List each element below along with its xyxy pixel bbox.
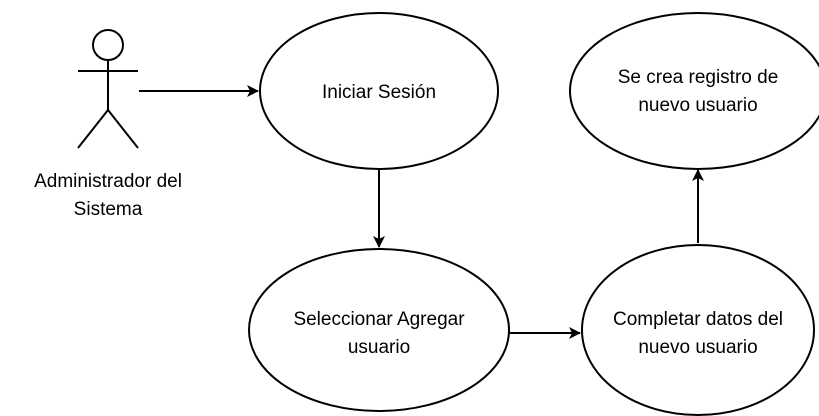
usecase-complete-data-label-line1: Completar datos del xyxy=(613,309,783,330)
actor-left-leg xyxy=(77,109,109,149)
usecase-record-created-label-line1: Se crea registro de xyxy=(618,67,779,88)
usecase-record-created xyxy=(569,12,819,170)
actor-label-line1: Administrador del xyxy=(34,171,182,192)
actor-figure xyxy=(77,29,139,149)
usecase-login-label: Iniciar Sesión xyxy=(322,82,436,103)
actor-label-line2: Sistema xyxy=(74,199,143,220)
usecase-complete-data-label-line2: nuevo usuario xyxy=(638,337,757,358)
usecase-complete-data xyxy=(581,244,815,416)
usecase-select-add-user xyxy=(248,248,510,412)
actor-right-leg xyxy=(107,109,139,149)
actor-head xyxy=(92,29,124,61)
usecase-select-add-user-label-line2: usuario xyxy=(348,337,410,358)
usecase-select-add-user-label-line1: Seleccionar Agregar xyxy=(293,309,465,330)
usecase-login xyxy=(259,12,499,170)
usecase-record-created-label-line2: nuevo usuario xyxy=(638,95,757,116)
